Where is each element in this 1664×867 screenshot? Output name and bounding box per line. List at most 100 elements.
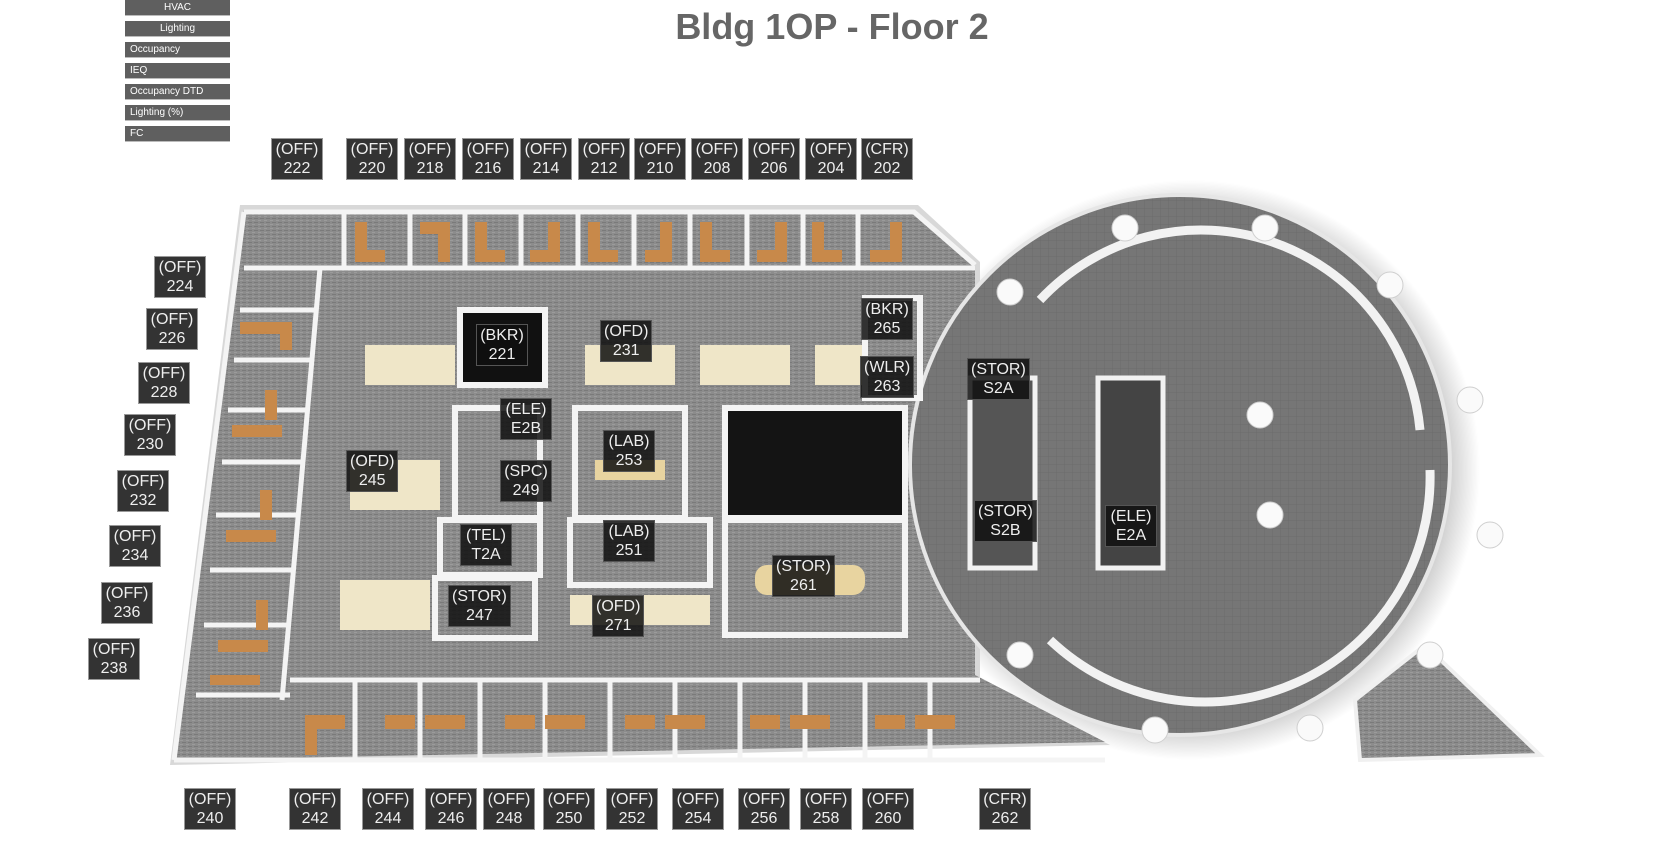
room-type: (BKR) — [480, 327, 524, 344]
room-number: 236 — [113, 604, 141, 621]
room-label-245[interactable]: (OFD)245 — [346, 450, 399, 492]
room-type: (LAB) — [608, 523, 650, 540]
room-label-218[interactable]: (OFF)218 — [404, 138, 456, 180]
room-label-224[interactable]: (OFF)224 — [154, 256, 206, 298]
room-label-232[interactable]: (OFF)232 — [117, 470, 169, 512]
room-type: (SPC) — [504, 463, 548, 480]
room-type: (ELE) — [1110, 508, 1152, 525]
room-number: 260 — [874, 810, 902, 827]
room-label-E2B[interactable]: (ELE)E2B — [500, 398, 552, 440]
room-number: 202 — [873, 160, 901, 177]
room-type: (OFF) — [866, 791, 910, 808]
menu-lighting-percent-button[interactable]: Lighting (%) — [125, 105, 230, 120]
room-number: 220 — [358, 160, 386, 177]
room-label-263[interactable]: (WLR)263 — [860, 356, 915, 398]
room-number: 234 — [121, 547, 149, 564]
atrium-inner-wall-bottom — [1046, 469, 1435, 707]
room-label-246[interactable]: (OFF)246 — [425, 788, 477, 830]
room-label-222[interactable]: (OFF) 222 — [271, 138, 323, 180]
room-label-208[interactable]: (OFF)208 — [691, 138, 743, 180]
room-type: (OFF) — [275, 141, 319, 158]
room-label-249[interactable]: (SPC)249 — [500, 460, 552, 502]
room-number: 221 — [488, 346, 516, 363]
menu-hvac-button[interactable]: HVAC — [125, 0, 230, 15]
room-type: (OFF) — [128, 417, 172, 434]
room-number: S2B — [990, 522, 1021, 539]
room-number: 271 — [604, 617, 632, 634]
room-type: (STOR) — [452, 588, 507, 605]
room-label-253[interactable]: (LAB)253 — [603, 430, 655, 472]
menu-lighting-button[interactable]: Lighting — [125, 21, 230, 36]
room-label-265[interactable]: (BKR)265 — [861, 298, 913, 340]
room-type: (OFF) — [158, 259, 202, 276]
room-type: (OFF) — [188, 791, 232, 808]
room-label-258[interactable]: (OFF)258 — [800, 788, 852, 830]
room-label-228[interactable]: (OFF)228 — [138, 362, 190, 404]
room-label-E2A[interactable]: (ELE)E2A — [1105, 505, 1157, 547]
room-label-248[interactable]: (OFF) 248 — [483, 788, 535, 830]
room-number: 216 — [474, 160, 502, 177]
room-label-226[interactable]: (OFF)226 — [146, 308, 198, 350]
room-type: (BKR) — [865, 301, 909, 318]
room-label-244[interactable]: (OFF)244 — [362, 788, 414, 830]
room-number: T2A — [471, 546, 501, 563]
room-label-236[interactable]: (OFF)236 — [101, 582, 153, 624]
room-type: (OFF) — [487, 791, 531, 808]
room-type: (STOR) — [971, 361, 1026, 378]
room-label-202[interactable]: (CFR)202 — [861, 138, 913, 180]
desks-left — [210, 322, 292, 685]
room-label-230[interactable]: (OFF)230 — [124, 414, 176, 456]
menu-occupancy-dtd-button[interactable]: Occupancy DTD — [125, 84, 230, 99]
room-type: (STOR) — [978, 503, 1033, 520]
room-label-231[interactable]: (OFD)231 — [600, 320, 653, 362]
room-label-260[interactable]: (OFF) 260 — [862, 788, 914, 830]
room-type: (OFF) — [429, 791, 473, 808]
room-label-238[interactable]: (OFF)238 — [88, 638, 140, 680]
room-label-T2A[interactable]: (TEL) T2A — [460, 524, 512, 566]
room-number: E2B — [510, 420, 542, 437]
room-label-234[interactable]: (OFF)234 — [109, 525, 161, 567]
room-number: 250 — [555, 810, 583, 827]
room-label-251[interactable]: (LAB)251 — [603, 520, 655, 562]
room-number: 226 — [158, 330, 186, 347]
room-label-S2A[interactable]: (STOR)S2A — [967, 358, 1030, 400]
room-number: 263 — [873, 378, 901, 395]
room-label-247[interactable]: (STOR)247 — [448, 585, 511, 627]
room-type: (OFF) — [92, 641, 136, 658]
menu-fc-button[interactable]: FC — [125, 126, 230, 141]
room-label-210[interactable]: (OFF)210 — [634, 138, 686, 180]
room-number: 244 — [374, 810, 402, 827]
left-office-walls — [171, 211, 323, 761]
page-title: Bldg 1OP - Floor 2 — [675, 6, 989, 47]
room-label-206[interactable]: (OFF)206 — [748, 138, 800, 180]
room-label-242[interactable]: (OFF)242 — [289, 788, 341, 830]
desks-bottom — [305, 715, 955, 755]
room-number: 232 — [129, 492, 157, 509]
room-label-252[interactable]: (OFF)252 — [606, 788, 658, 830]
room-label-220[interactable]: (OFF) 220 — [346, 138, 398, 180]
room-label-261[interactable]: (STOR)261 — [772, 555, 835, 597]
room-type: (OFF) — [676, 791, 720, 808]
room-label-271[interactable]: (OFD)271 — [592, 595, 645, 637]
room-number: 245 — [358, 472, 386, 489]
room-label-S2B[interactable]: (STOR) S2B — [974, 500, 1037, 542]
room-type: (TEL) — [466, 527, 506, 544]
room-label-262[interactable]: (CFR)262 — [979, 788, 1031, 830]
room-number: 222 — [283, 160, 311, 177]
room-label-221[interactable]: (BKR) 221 — [476, 324, 528, 366]
room-label-204[interactable]: (OFF)204 — [805, 138, 857, 180]
menu-occupancy-button[interactable]: Occupancy — [125, 42, 230, 57]
room-label-214[interactable]: (OFF)214 — [520, 138, 572, 180]
room-type: (OFF) — [350, 141, 394, 158]
room-number: 248 — [495, 810, 523, 827]
room-label-250[interactable]: (OFF)250 — [543, 788, 595, 830]
room-label-216[interactable]: (OFF)216 — [462, 138, 514, 180]
room-label-240[interactable]: (OFF)240 — [184, 788, 236, 830]
room-label-256[interactable]: (OFF)256 — [738, 788, 790, 830]
room-label-212[interactable]: (OFF)212 — [578, 138, 630, 180]
room-label-254[interactable]: (OFF)254 — [672, 788, 724, 830]
menu-ieq-button[interactable]: IEQ — [125, 63, 230, 78]
room-type: (OFF) — [408, 141, 452, 158]
atrium-inner-wall-top — [1036, 225, 1425, 431]
